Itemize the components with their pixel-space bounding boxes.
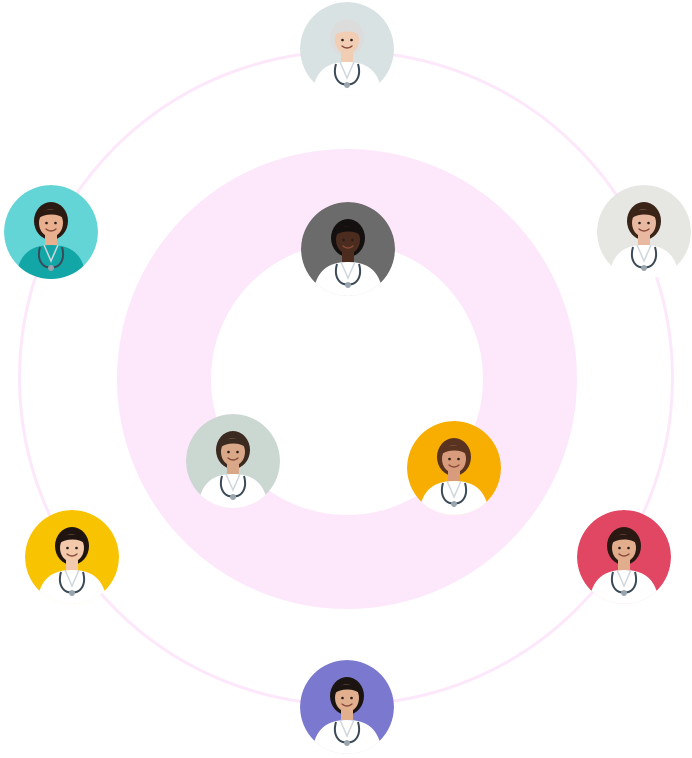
avatar-doctor-woman-dark-hair (597, 185, 691, 279)
avatar-doctor-woman-red-bg (577, 510, 671, 604)
portrait-illustration (4, 185, 98, 279)
avatar-doctor-elderly-woman (300, 2, 394, 96)
portrait-illustration (300, 660, 394, 754)
avatar-nurse-teal-scrubs (4, 185, 98, 279)
avatar-doctor-man-smiling (186, 414, 280, 508)
portrait-illustration (25, 510, 119, 604)
portrait-illustration (597, 185, 691, 279)
portrait-illustration (407, 421, 501, 515)
avatar-doctor-woman-yellow-bg (25, 510, 119, 604)
portrait-illustration (300, 2, 394, 96)
portrait-illustration (301, 202, 395, 296)
portrait-illustration (186, 414, 280, 508)
avatar-doctor-man-beard (407, 421, 501, 515)
portrait-illustration (577, 510, 671, 604)
avatar-doctor-woman-glasses (301, 202, 395, 296)
avatar-doctor-man-purple-bg (300, 660, 394, 754)
